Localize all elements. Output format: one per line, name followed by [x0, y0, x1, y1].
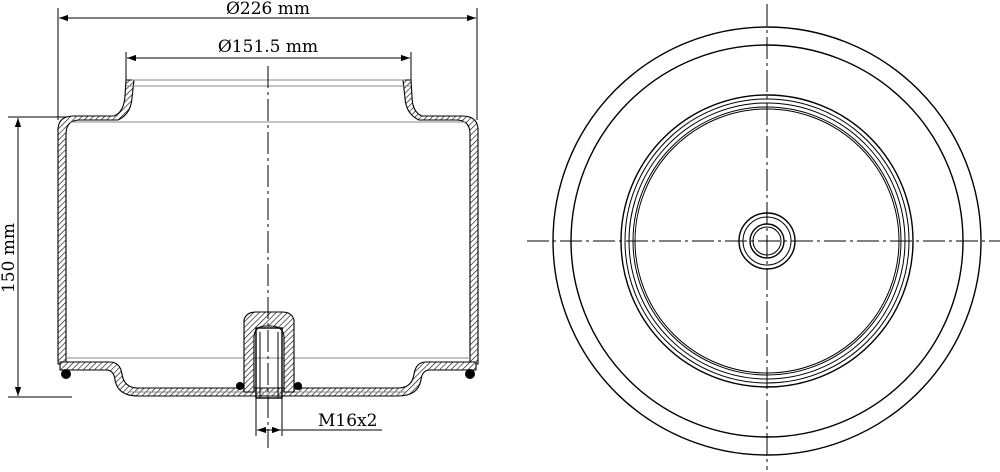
outer-diameter-dimension: Ø226 mm: [57, 0, 478, 120]
threaded-boss: [243, 311, 295, 393]
top-bead-wall-right: [402, 79, 479, 365]
seal-bead-left: [61, 369, 71, 379]
seal-bead-right: [465, 369, 475, 379]
outer-diameter-label: Ø226 mm: [226, 0, 310, 19]
thread-bore: [255, 327, 283, 399]
plan-view: [527, 4, 1000, 470]
seal-bead-inner-left: [236, 382, 244, 390]
top-diameter-label: Ø151.5 mm: [218, 37, 318, 57]
thread-dimension: M16x2: [255, 398, 382, 436]
height-label: 150 mm: [0, 223, 19, 293]
thread-label: M16x2: [318, 411, 377, 431]
section-view: Ø226 mm Ø151.5 mm 150 mm: [0, 0, 479, 448]
seal-bead-inner-right: [294, 382, 302, 390]
height-dimension: 150 mm: [0, 116, 72, 398]
top-bead-wall: [57, 79, 135, 365]
